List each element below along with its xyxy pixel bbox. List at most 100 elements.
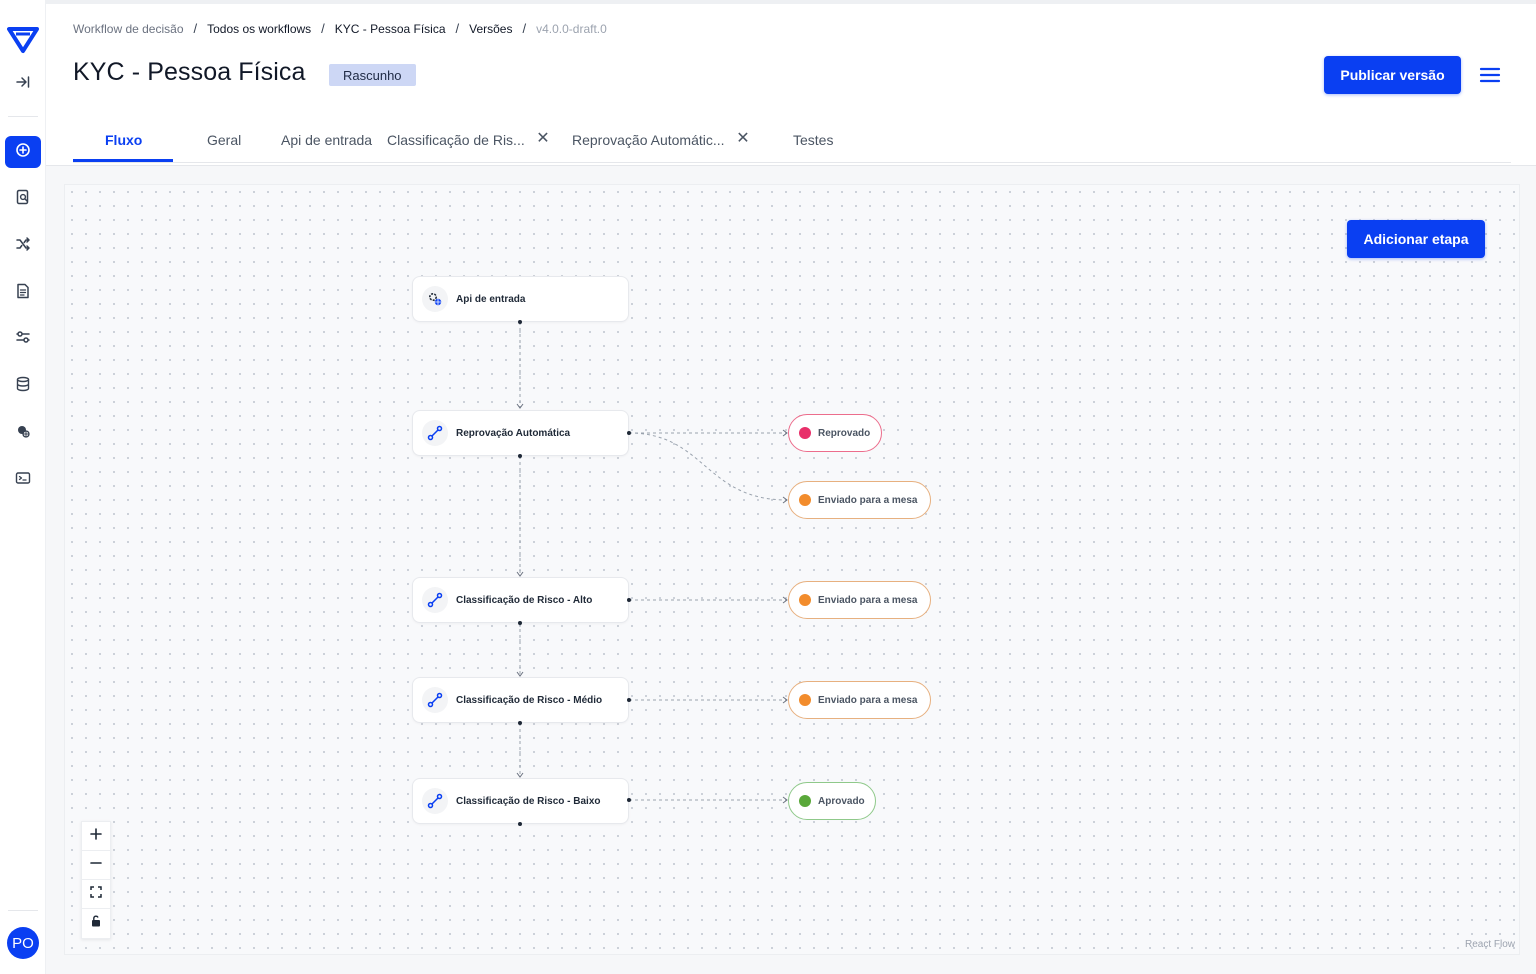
rule-path-icon: [422, 687, 448, 713]
outcome-enviado-mesa[interactable]: Enviado para a mesa: [788, 481, 931, 519]
node-classificacao-alto[interactable]: Classificação de Risco - Alto: [412, 577, 629, 623]
sidebar-divider: [8, 116, 38, 117]
outcome-label: Enviado para a mesa: [818, 594, 918, 606]
breadcrumb-versoes[interactable]: Versões: [469, 21, 513, 36]
sidebar-item-rules[interactable]: [5, 323, 41, 355]
brand-logo-icon[interactable]: [7, 26, 39, 54]
node-classificacao-baixo[interactable]: Classificação de Risco - Baixo: [412, 778, 629, 824]
breadcrumb-kyc[interactable]: KYC - Pessoa Física: [334, 21, 446, 36]
outcome-reprovado[interactable]: Reprovado: [788, 414, 882, 452]
node-handle[interactable]: [627, 798, 631, 802]
user-avatar[interactable]: PO: [7, 927, 39, 959]
collapse-sidebar-button[interactable]: [5, 68, 41, 100]
breadcrumb-separator: /: [193, 21, 198, 36]
tab-label: Reprovação Automátic...: [572, 132, 725, 148]
hamburger-menu-icon[interactable]: [1477, 66, 1503, 84]
edge-arrow: [782, 496, 788, 504]
edge-arrow: [782, 596, 788, 604]
plus-circle-icon: [15, 142, 31, 163]
minus-icon: [89, 856, 103, 875]
status-dot-green: [799, 795, 811, 807]
node-handle[interactable]: [627, 698, 631, 702]
sidebar-divider-bottom: [8, 910, 38, 911]
status-badge: Rascunho: [329, 64, 416, 86]
node-handle[interactable]: [518, 320, 522, 324]
node-api-entrada[interactable]: Api de entrada: [412, 276, 629, 322]
flow-canvas-area: Adicionar etapa Api de entrada Reprovaçã…: [46, 166, 1536, 974]
breadcrumb: Workflow de decisão / Todos os workflows…: [73, 21, 607, 36]
sidebar-item-search-docs[interactable]: [5, 183, 41, 215]
sidebar-item-workflows[interactable]: [5, 136, 41, 168]
status-dot-orange: [799, 694, 811, 706]
node-handle[interactable]: [627, 431, 631, 435]
sidebar-item-console[interactable]: [5, 464, 41, 496]
edge-arrow: [516, 403, 524, 409]
node-label: Reprovação Automática: [456, 427, 571, 439]
zoom-in-button[interactable]: [82, 822, 110, 851]
edge-arrow: [782, 796, 788, 804]
tab-label: Testes: [793, 132, 834, 148]
sidebar-item-routing[interactable]: [5, 230, 41, 262]
page-header: Workflow de decisão / Todos os workflows…: [46, 0, 1536, 166]
database-icon: [15, 376, 31, 397]
node-handle[interactable]: [627, 598, 631, 602]
node-classificacao-medio[interactable]: Classificação de Risco - Médio: [412, 677, 629, 723]
outcome-enviado-mesa[interactable]: Enviado para a mesa: [788, 581, 931, 619]
breadcrumb-current-version: v4.0.0-draft.0: [536, 21, 607, 36]
shuffle-icon: [15, 236, 31, 257]
active-tab-indicator: [73, 159, 173, 162]
outcome-label: Aprovado: [818, 795, 865, 807]
api-gear-icon: [422, 286, 448, 312]
node-handle[interactable]: [518, 721, 522, 725]
plus-icon: [89, 827, 103, 846]
edge-arrow: [516, 772, 524, 778]
tab-geral[interactable]: Geral: [207, 118, 241, 162]
breadcrumb-separator: /: [455, 21, 460, 36]
sidebar-item-integrations[interactable]: [5, 417, 41, 449]
status-dot-orange: [799, 494, 811, 506]
outcome-enviado-mesa[interactable]: Enviado para a mesa: [788, 681, 931, 719]
zoom-controls: [81, 821, 111, 939]
fit-view-icon: [89, 885, 103, 904]
zoom-out-button[interactable]: [82, 851, 110, 880]
page-title: KYC - Pessoa Física: [73, 58, 306, 86]
node-handle[interactable]: [518, 621, 522, 625]
status-dot-orange: [799, 594, 811, 606]
breadcrumb-separator: /: [321, 21, 325, 36]
rule-path-icon: [422, 788, 448, 814]
breadcrumb-workflow-decisao[interactable]: Workflow de decisão: [73, 21, 184, 36]
close-tab-reprovacao-icon[interactable]: ✕: [736, 130, 750, 147]
close-tab-classificacao-icon[interactable]: ✕: [536, 130, 550, 147]
node-reprovacao-automatica[interactable]: Reprovação Automática: [412, 410, 629, 456]
breadcrumb-todos-workflows[interactable]: Todos os workflows: [207, 21, 312, 36]
outcome-aprovado[interactable]: Aprovado: [788, 782, 876, 820]
node-handle[interactable]: [518, 822, 522, 826]
publish-version-button[interactable]: Publicar versão: [1324, 56, 1461, 94]
arrow-to-right-icon: [15, 74, 31, 95]
react-flow-attribution[interactable]: React Flow: [1464, 939, 1515, 950]
toggles-icon: [15, 329, 31, 350]
edge-arrow: [516, 671, 524, 677]
node-label: Classificação de Risco - Baixo: [456, 795, 601, 807]
tab-bar: Fluxo Geral Api de entrada Classificação…: [73, 118, 1511, 163]
node-label: Api de entrada: [456, 293, 526, 305]
outcome-label: Enviado para a mesa: [818, 694, 918, 706]
tab-testes[interactable]: Testes: [793, 118, 833, 162]
node-handle[interactable]: [518, 454, 522, 458]
node-label: Classificação de Risco - Médio: [456, 694, 603, 706]
fit-view-button[interactable]: [82, 880, 110, 909]
toggle-interactivity-button[interactable]: [82, 909, 110, 938]
sidebar-item-database[interactable]: [5, 370, 41, 402]
tab-label: Api de entrada: [281, 132, 373, 148]
gear-globe-icon: [15, 423, 31, 444]
flow-canvas[interactable]: Adicionar etapa Api de entrada Reprovaçã…: [64, 184, 1520, 955]
tab-fluxo[interactable]: Fluxo: [105, 118, 142, 162]
add-step-button[interactable]: Adicionar etapa: [1347, 220, 1485, 258]
tab-reprovacao-automatica[interactable]: Reprovação Automátic...: [572, 118, 725, 162]
tab-classificacao-risco[interactable]: Classificação de Ris...: [387, 118, 525, 162]
outcome-label: Enviado para a mesa: [818, 494, 918, 506]
tab-api-entrada[interactable]: Api de entrada: [281, 118, 372, 162]
status-dot-red: [799, 427, 811, 439]
sidebar-item-documents[interactable]: [5, 277, 41, 309]
rule-path-icon: [422, 587, 448, 613]
